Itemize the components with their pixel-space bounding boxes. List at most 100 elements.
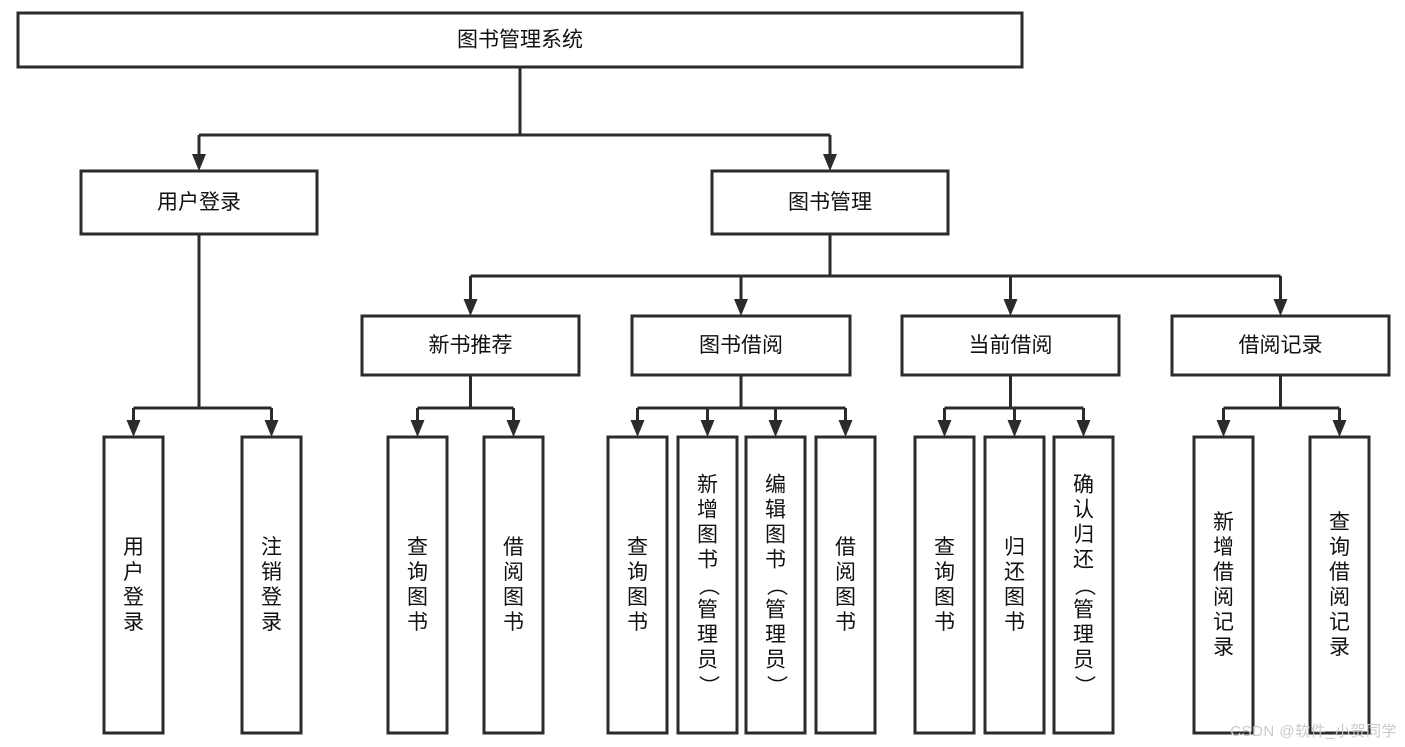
node-n-book-borrow[interactable]: 图书借阅	[630, 314, 852, 377]
node-box[interactable]	[1170, 314, 1391, 377]
node-n-book-manage[interactable]: 图书管理	[710, 169, 950, 236]
arrow-head-icon	[463, 299, 478, 316]
svg-text:询: 询	[407, 561, 428, 584]
arrow-head-icon	[506, 420, 521, 437]
node-label: 图书管理系统	[457, 29, 583, 52]
arrow-head-icon	[823, 154, 837, 171]
node-box[interactable]	[744, 435, 807, 735]
arrow-head-icon	[838, 420, 853, 437]
svg-text:书: 书	[407, 611, 428, 634]
svg-text:查: 查	[1329, 511, 1350, 534]
node-box[interactable]	[913, 435, 976, 735]
node-box[interactable]	[79, 169, 319, 236]
svg-text:录: 录	[123, 611, 144, 634]
svg-text:图: 图	[697, 524, 718, 547]
node-box[interactable]	[630, 314, 852, 377]
node-label: 借阅记录	[1239, 334, 1323, 357]
node-box[interactable]	[1308, 435, 1371, 735]
svg-text:查: 查	[407, 536, 428, 559]
svg-text:图: 图	[407, 586, 428, 609]
svg-text:新: 新	[697, 474, 718, 497]
node-box[interactable]	[1052, 435, 1115, 735]
node-label: 新书推荐	[429, 334, 513, 357]
node-label: 用户登录	[157, 191, 241, 214]
svg-text:认: 认	[1073, 499, 1094, 522]
node-box[interactable]	[360, 314, 581, 377]
svg-text:借: 借	[1329, 561, 1350, 584]
node-box[interactable]	[386, 435, 449, 735]
node-root[interactable]: 图书管理系统	[16, 11, 1024, 69]
node-box[interactable]	[676, 435, 739, 735]
node-box[interactable]	[482, 435, 545, 735]
svg-text:书: 书	[835, 611, 856, 634]
svg-text:借: 借	[1213, 561, 1234, 584]
svg-text:）: ）	[765, 675, 788, 696]
connector-group	[630, 375, 853, 437]
svg-text:管: 管	[697, 599, 718, 622]
svg-text:增: 增	[1213, 536, 1234, 559]
svg-text:理: 理	[697, 624, 718, 647]
node-box[interactable]	[814, 435, 877, 735]
arrow-head-icon	[126, 420, 141, 437]
svg-text:注: 注	[261, 536, 282, 559]
node-l-user-login[interactable]: 用户登录	[102, 435, 165, 735]
arrow-head-icon	[264, 420, 279, 437]
svg-text:图: 图	[627, 586, 648, 609]
connector-group	[410, 375, 521, 437]
node-box[interactable]	[16, 11, 1024, 69]
svg-text:查: 查	[934, 536, 955, 559]
svg-text:归: 归	[1004, 536, 1025, 559]
svg-text:确: 确	[1073, 474, 1094, 497]
arrow-head-icon	[937, 420, 952, 437]
node-n-current-borrow[interactable]: 当前借阅	[900, 314, 1121, 377]
node-box[interactable]	[606, 435, 669, 735]
svg-text:管: 管	[765, 599, 786, 622]
connector-group	[463, 234, 1288, 316]
svg-text:图: 图	[503, 586, 524, 609]
connector-group	[1216, 375, 1347, 437]
svg-text:（: （	[1073, 575, 1096, 596]
arrow-head-icon	[1007, 420, 1022, 437]
svg-text:记: 记	[1213, 611, 1234, 634]
node-box[interactable]	[240, 435, 303, 735]
svg-text:管: 管	[1073, 599, 1094, 622]
node-n-new-book-rec[interactable]: 新书推荐	[360, 314, 581, 377]
node-box[interactable]	[983, 435, 1046, 735]
node-box[interactable]	[900, 314, 1121, 377]
connector-group	[126, 234, 279, 437]
svg-text:还: 还	[1073, 549, 1094, 572]
watermark-label: CSDN @软件_小贺同学	[1230, 723, 1397, 740]
svg-text:（: （	[765, 575, 788, 596]
svg-text:书: 书	[503, 611, 524, 634]
node-box[interactable]	[710, 169, 950, 236]
node-box[interactable]	[1192, 435, 1255, 735]
node-n-user-login[interactable]: 用户登录	[79, 169, 319, 236]
svg-text:编: 编	[765, 474, 786, 497]
node-box[interactable]	[102, 435, 165, 735]
arrow-head-icon	[700, 420, 715, 437]
node-n-borrow-record[interactable]: 借阅记录	[1170, 314, 1391, 377]
svg-text:增: 增	[697, 499, 718, 522]
svg-text:阅: 阅	[835, 561, 856, 584]
